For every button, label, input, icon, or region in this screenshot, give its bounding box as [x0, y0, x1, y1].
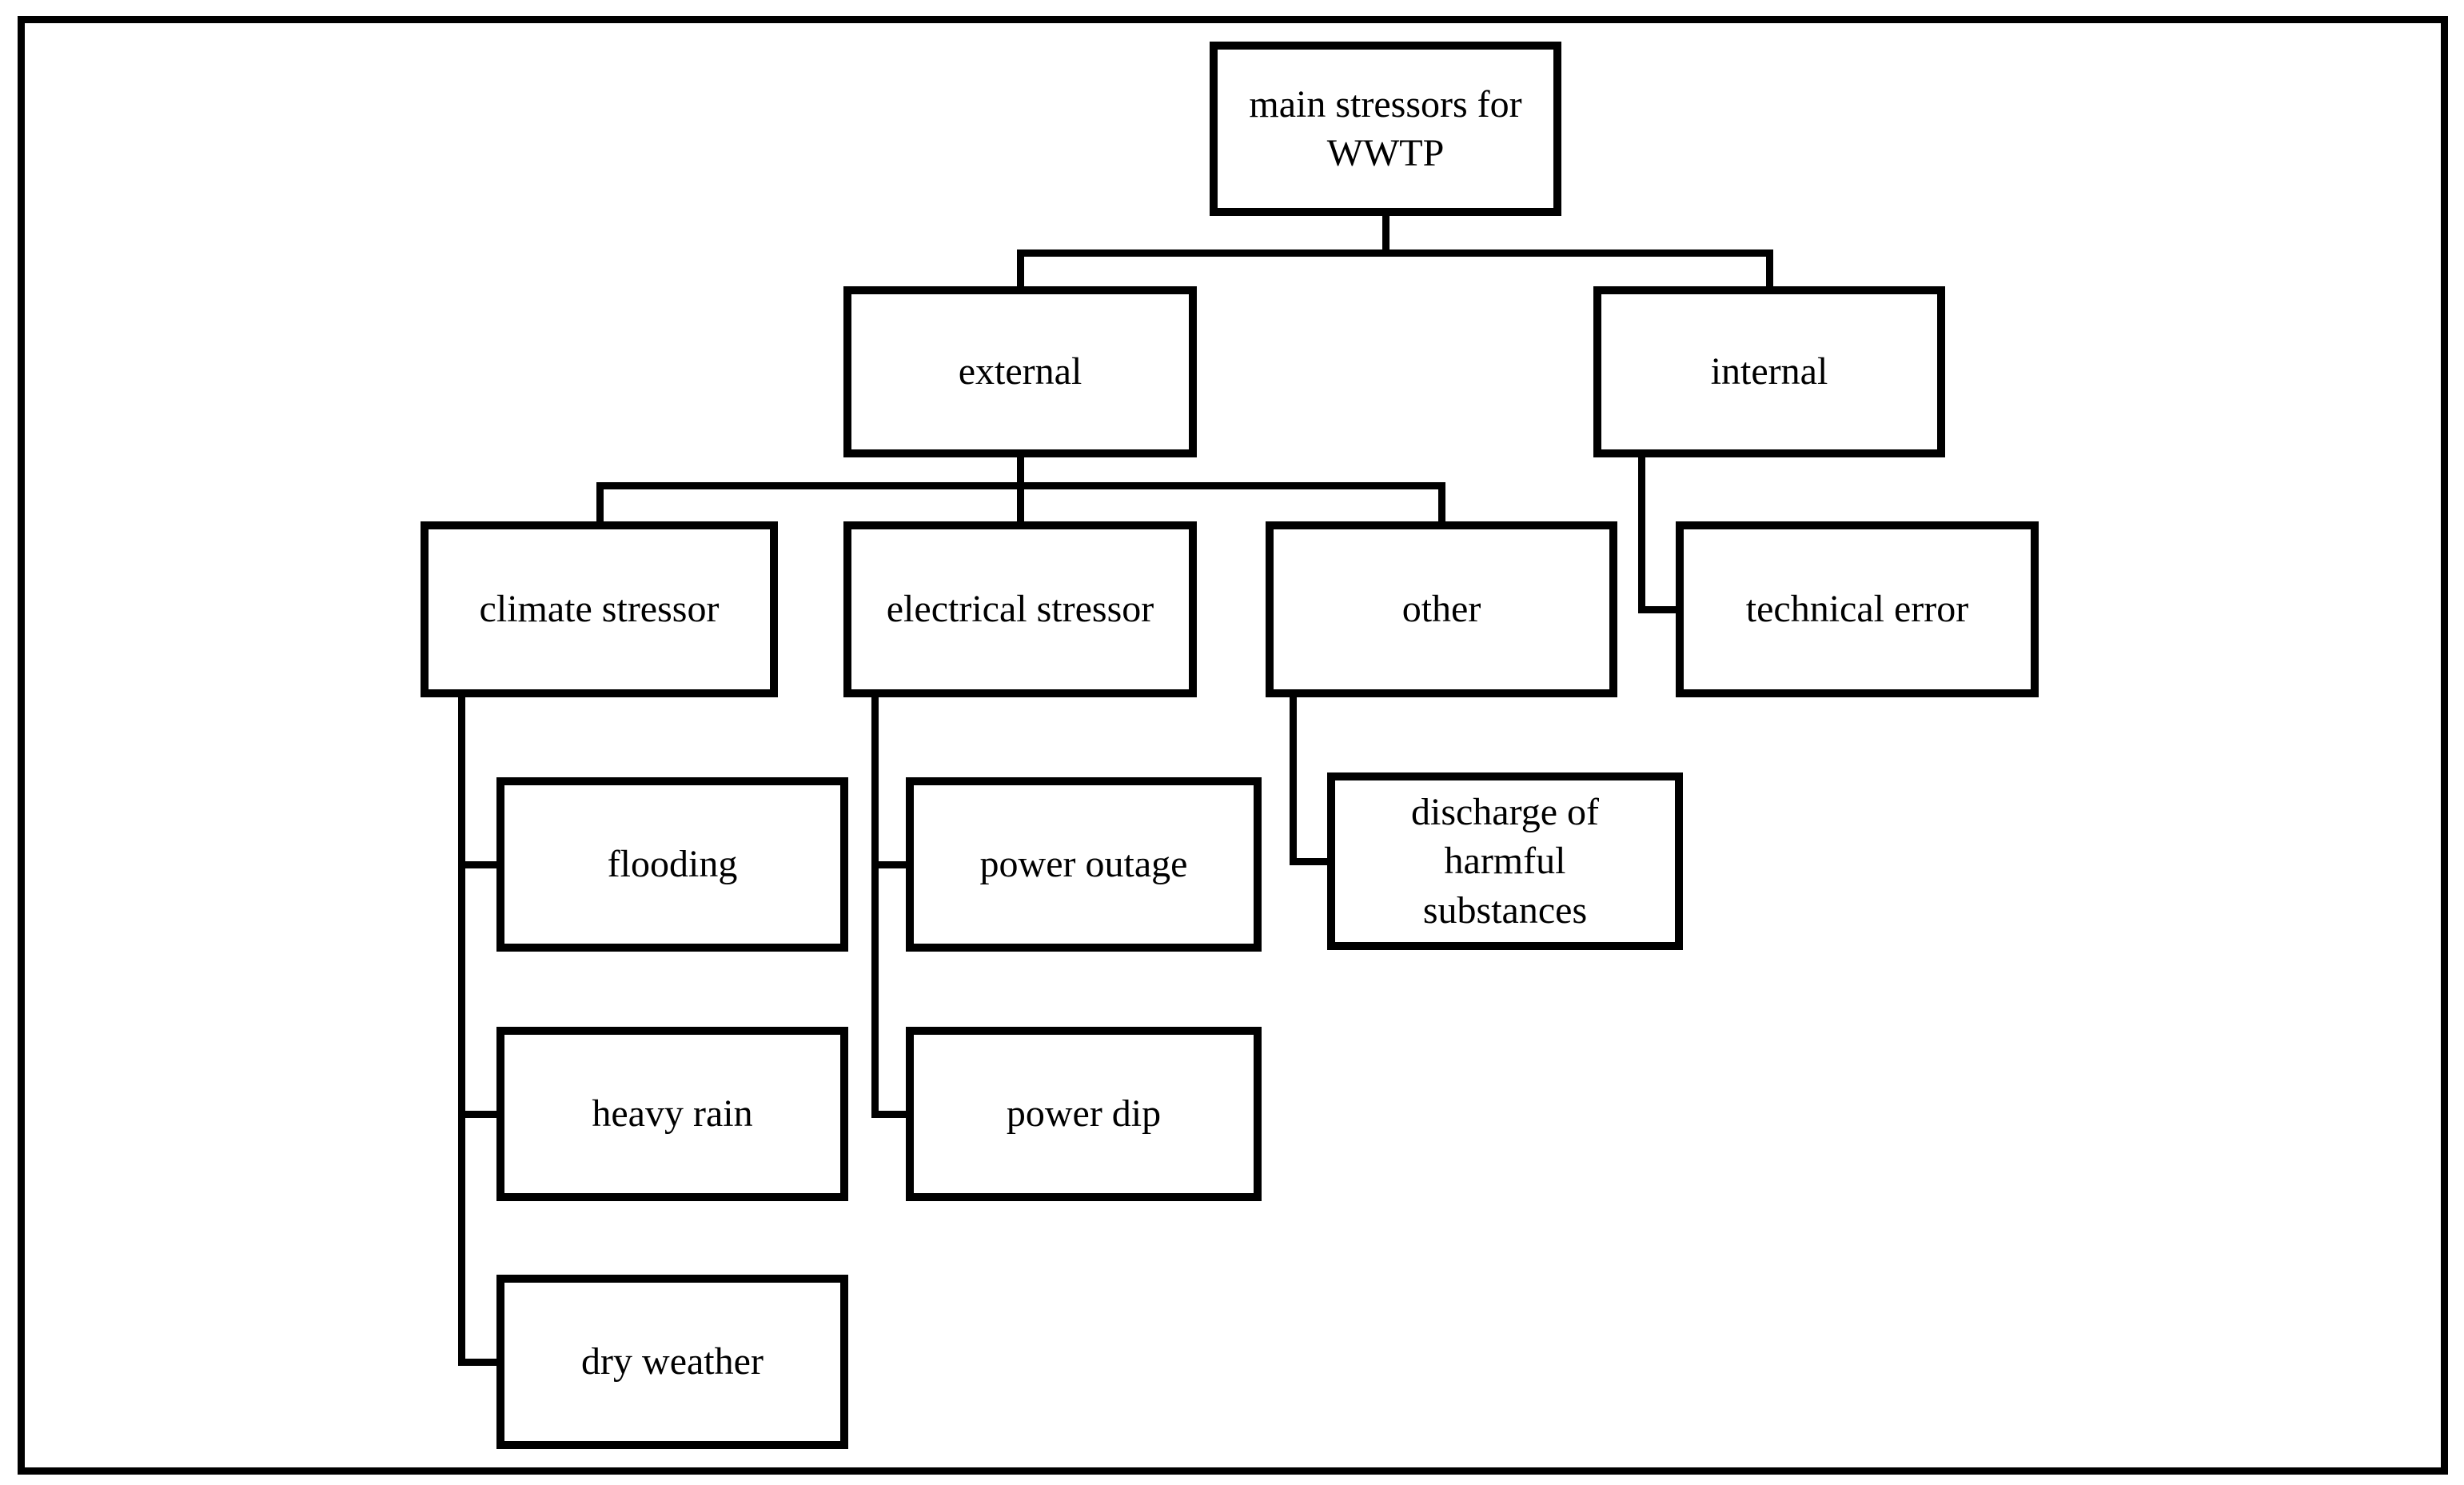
connector-level1-bus — [1017, 249, 1772, 257]
node-heavy-rain: heavy rain — [496, 1027, 848, 1201]
connector-discharge-stub — [1290, 858, 1334, 865]
connector-root-down — [1382, 216, 1389, 256]
connector-internal-drop — [1766, 249, 1773, 289]
node-climate-stressor: climate stressor — [421, 521, 778, 697]
node-label: other — [1401, 588, 1481, 631]
connector-other-spine — [1290, 697, 1297, 864]
node-power-dip: power dip — [906, 1027, 1262, 1201]
connector-external-down — [1017, 457, 1024, 528]
node-label: power outage — [979, 843, 1188, 886]
node-label: internal — [1710, 350, 1828, 393]
connector-technical-stub — [1638, 606, 1683, 613]
node-other: other — [1266, 521, 1617, 697]
node-label: climate stressor — [479, 588, 720, 631]
node-label: flooding — [607, 843, 738, 886]
node-label: main stressors for WWTP — [1249, 82, 1522, 174]
node-dry-weather: dry weather — [496, 1275, 848, 1449]
connector-climate-spine — [458, 697, 465, 1365]
connector-internal-spine — [1638, 457, 1645, 613]
node-flooding: flooding — [496, 777, 848, 952]
node-electrical-stressor: electrical stressor — [843, 521, 1197, 697]
connector-external-drop — [1017, 249, 1024, 289]
connector-climate-drop — [596, 482, 604, 526]
connector-level2-bus — [596, 482, 1445, 489]
connector-dry-weather-stub — [458, 1359, 504, 1366]
node-power-outage: power outage — [906, 777, 1262, 952]
connector-power-outage-stub — [871, 861, 913, 868]
node-label: external — [958, 350, 1082, 393]
connector-heavy-rain-stub — [458, 1111, 504, 1118]
connector-power-dip-stub — [871, 1111, 913, 1118]
connector-electrical-spine — [871, 697, 879, 1117]
node-label: technical error — [1745, 588, 1969, 631]
node-label: dry weather — [581, 1340, 764, 1383]
node-internal: internal — [1593, 286, 1945, 457]
node-technical-error: technical error — [1676, 521, 2039, 697]
connector-flooding-stub — [458, 861, 504, 868]
node-label: heavy rain — [592, 1092, 753, 1136]
node-main-stressors-for-wwtp: main stressors for WWTP — [1210, 42, 1561, 216]
node-discharge-of-harmful-substances: discharge of harmful substances — [1327, 772, 1683, 950]
node-label: electrical stressor — [886, 588, 1154, 631]
node-external: external — [843, 286, 1197, 457]
outer-border-frame — [18, 16, 2448, 1475]
connector-other-drop — [1438, 482, 1445, 526]
node-label: discharge of harmful substances — [1410, 790, 1600, 932]
node-label: power dip — [1006, 1092, 1162, 1136]
